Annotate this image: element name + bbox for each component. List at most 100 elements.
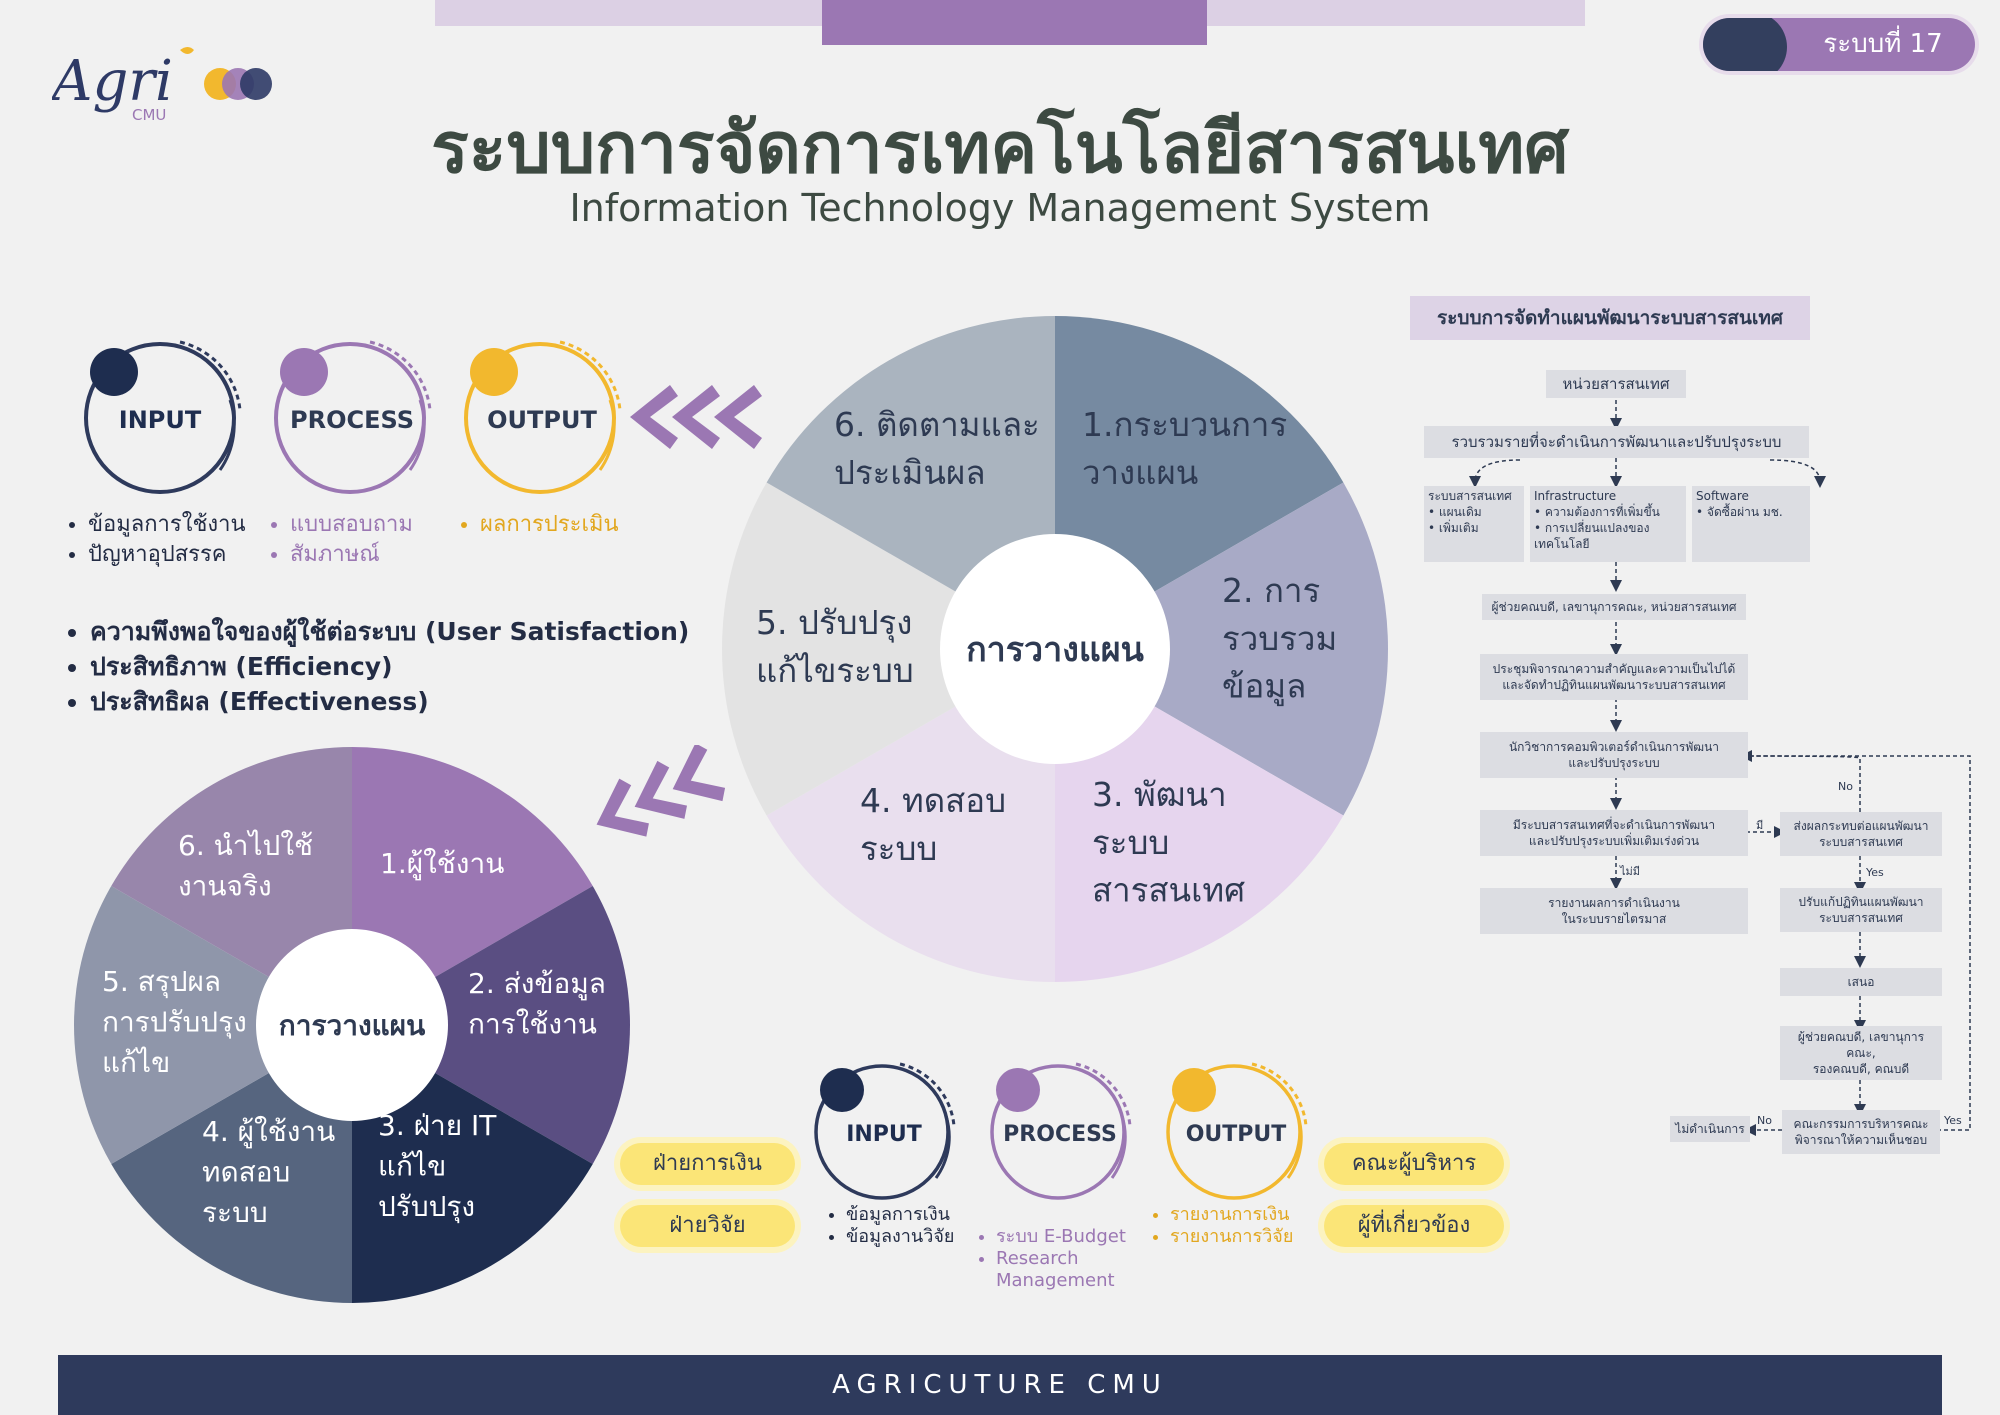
bottom-process-item: Research Management [996, 1248, 1126, 1292]
process-item: สัมภาษณ์ [290, 540, 413, 570]
fc-node-report: รายงานผลการดำเนินงาน ในระบบรายไตรมาส [1480, 888, 1748, 934]
bottom-ipo-rings: INPUT PROCESS OUTPUT [814, 1062, 1308, 1200]
planning-wheel-small: 1.ผู้ใช้งาน 2. ส่งข้อมูลการใช้งาน 3. ฝ่าย … [73, 747, 630, 1303]
chevron-left-icon-lower [596, 745, 726, 837]
kpi-item: ประสิทธิผล (Effectiveness) [90, 684, 689, 719]
wheel-main-segment-label-3: 3. พัฒนาระบบสารสนเทศ [1092, 775, 1245, 910]
system-number-badge: ระบบที่ 17 [1703, 18, 1975, 71]
wheel-main-segment-label-2: 2. การรวบรวมข้อมูล [1222, 571, 1337, 707]
output-item: ผลการประเมิน [480, 510, 619, 540]
wheel-small-segment-label-1: 1.ผู้ใช้งาน [380, 847, 504, 881]
fc-node-revise: ปรับแก้ปฏิทินแผนพัฒนา ระบบสารสนเทศ [1780, 888, 1942, 932]
fc-label-no: No [1838, 780, 1853, 793]
logo-subtext: CMU [132, 106, 166, 124]
bottom-process-ring: PROCESS [990, 1062, 1132, 1200]
wheel-main-center-label: การวางแผน [966, 630, 1144, 670]
fc-label-none: ไม่มี [1620, 865, 1641, 878]
fc-node-assistants: ผู้ช่วยคณบดี, เลขานุการคณะ, หน่วยสารสนเท… [1482, 594, 1746, 620]
process-item: แบบสอบถาม [290, 510, 413, 540]
bottom-input-item: ข้อมูลการเงิน [846, 1204, 954, 1226]
logo-text: Agri [52, 49, 173, 114]
wheel-small-segment-label-5: 5. สรุปผลการปรับปรุงแก้ไข [102, 965, 247, 1079]
fc-node-infosys-item: • เพิ่มเติม [1428, 521, 1479, 535]
stakeholders-pill: ผู้ที่เกี่ยวข้อง [1324, 1205, 1504, 1247]
bottom-output-item: รายงานการวิจัย [1170, 1226, 1293, 1248]
fc-label-have: มี [1756, 819, 1764, 832]
kpi-item: ความพึงพอใจของผู้ใช้ต่อระบบ (User Satisf… [90, 614, 689, 649]
fc-node-develop: นักวิชาการคอมพิวเตอร์ดำเนินการพัฒนา และป… [1480, 732, 1748, 778]
badge-dark-cap [1703, 18, 1787, 71]
fc-label-yes-final: Yes [1944, 1114, 1962, 1127]
kpi-list: ความพึงพอใจของผู้ใช้ต่อระบบ (User Satisf… [60, 614, 689, 719]
wheel-small-segment-5 [73, 886, 352, 1164]
fc-node-meeting: ประชุมพิจารณาความสำคัญและความเป็นไปได้ แ… [1480, 654, 1748, 700]
output-items: ผลการประเมิน [452, 510, 619, 540]
bottom-output-ring: OUTPUT [1166, 1062, 1308, 1200]
planning-wheel-main: 1.กระบวนการวางแผน 2. การรวบรวมข้อมูล 3. พั… [722, 316, 1388, 982]
fc-node-infra-head: Infrastructure [1534, 489, 1617, 503]
input-item: ข้อมูลการใช้งาน [88, 510, 246, 540]
fc-node-executives: ผู้ช่วยคณบดี, เลขานุการคณะ, รองคณบดี, คณ… [1780, 1026, 1942, 1080]
top-decor-bar-center [822, 0, 1207, 45]
fc-node-not-proceed: ไม่ดำเนินการ [1670, 1116, 1750, 1142]
fc-node-infra: Infrastructure • ความต้องการที่เพิ่มขึ้น… [1530, 486, 1686, 562]
top-ipo-rings: INPUT PROCESS OUTPUT [84, 340, 622, 494]
bottom-process-item: ระบบ E-Budget [996, 1226, 1126, 1248]
fc-node-impact: ส่งผลกระทบต่อแผนพัฒนา ระบบสารสนเทศ [1780, 812, 1942, 856]
fc-node-committee: คณะกรรมการบริหารคณะ พิจารณาให้ความเห็นชอ… [1782, 1110, 1940, 1154]
wheel-main-segment-label-5: 5. ปรับปรุงแก้ไขระบบ [756, 603, 914, 690]
wheel-main-segment-2 [1055, 482, 1388, 816]
executives-pill: คณะผู้บริหาร [1324, 1143, 1504, 1185]
wheel-small-segment-label-2: 2. ส่งข้อมูลการใช้งาน [468, 967, 606, 1041]
bottom-input-item: ข้อมูลงานวิจัย [846, 1226, 954, 1248]
wheel-small-segment-2 [352, 886, 630, 1164]
kpi-item: ประสิทธิภาพ (Efficiency) [90, 649, 689, 684]
footer-bar: AGRICUTURE CMU [58, 1355, 1942, 1415]
finance-dept-pill: ฝ่ายการเงิน [620, 1143, 795, 1185]
page-subtitle: Information Technology Management System [569, 186, 1431, 230]
fc-node-infosys: ระบบสารสนเทศ • แผนเดิม • เพิ่มเติม [1424, 486, 1524, 562]
input-label: INPUT [119, 406, 202, 434]
input-item: ปัญหาอุปสรรค [88, 540, 246, 570]
input-ring: INPUT [84, 340, 242, 494]
wheel-main-segment-label-4: 4. ทดสอบระบบ [860, 781, 1006, 868]
output-ring: OUTPUT [464, 340, 622, 494]
output-label: OUTPUT [487, 406, 597, 434]
agri-cmu-logo: Agri CMU [47, 42, 282, 152]
flowchart-title: ระบบการจัดทำแผนพัฒนาระบบสารสนเทศ [1410, 296, 1810, 340]
wheel-main-segment-label-1: 1.กระบวนการวางแผน [1082, 405, 1287, 492]
fc-node-infosys-item: • แผนเดิม [1428, 505, 1482, 519]
fc-label-yes: Yes [1866, 866, 1884, 879]
fc-node-infra-item: • ความต้องการที่เพิ่มขึ้น [1534, 505, 1660, 519]
bottom-process-items: ระบบ E-BudgetResearch Management [968, 1204, 1126, 1314]
wheel-main-center-disc [940, 534, 1170, 764]
bottom-input-ring: INPUT [814, 1062, 956, 1200]
fc-node-propose: เสนอ [1780, 968, 1942, 996]
input-items: ข้อมูลการใช้งานปัญหาอุปสรรค [60, 510, 246, 570]
process-items: แบบสอบถามสัมภาษณ์ [262, 510, 413, 570]
fc-node-urgent: มีระบบสารสนเทศที่จะดำเนินการพัฒนา และปรั… [1480, 810, 1748, 856]
research-dept-pill: ฝ่ายวิจัย [620, 1205, 795, 1247]
process-label: PROCESS [290, 406, 414, 434]
fc-node-collect: รวบรวมรายที่จะดำเนินการพัฒนาและปรับปรุงร… [1424, 426, 1809, 458]
bottom-input-label: INPUT [846, 1122, 922, 1147]
fc-node-software: Software • จัดซื้อผ่าน มช. [1692, 486, 1810, 562]
bottom-process-label: PROCESS [1003, 1122, 1117, 1147]
wheel-small-center-disc [256, 929, 448, 1121]
bottom-output-items: รายงานการเงินรายงานการวิจัย [1142, 1204, 1293, 1248]
fc-node-infosys-head: ระบบสารสนเทศ [1428, 489, 1512, 503]
page-title: ระบบการจัดการเทคโนโลยีสารสนเทศ [431, 107, 1569, 189]
bottom-output-label: OUTPUT [1186, 1122, 1287, 1147]
fc-label-no-final: No [1757, 1114, 1772, 1127]
wheel-main-segment-label-6: 6. ติดตามและประเมินผล [834, 405, 1040, 492]
wheel-small-center-label: การวางแผน [279, 1009, 425, 1042]
wheel-small-segment-label-4: 4. ผู้ใช้งานทดสอบระบบ [202, 1115, 335, 1229]
fc-node-infra-item: • การเปลี่ยนแปลงของ เทคโนโลยี [1534, 521, 1650, 551]
fc-node-software-head: Software [1696, 489, 1749, 503]
fc-node-it-unit: หน่วยสารสนเทศ [1546, 370, 1686, 398]
wheel-small-segment-label-6: 6. นำไปใช้งานจริง [178, 829, 313, 903]
chevron-left-icon [630, 385, 762, 449]
badge-label: ระบบที่ 17 [1823, 29, 1943, 59]
wheel-main-segment-5 [722, 482, 1055, 816]
